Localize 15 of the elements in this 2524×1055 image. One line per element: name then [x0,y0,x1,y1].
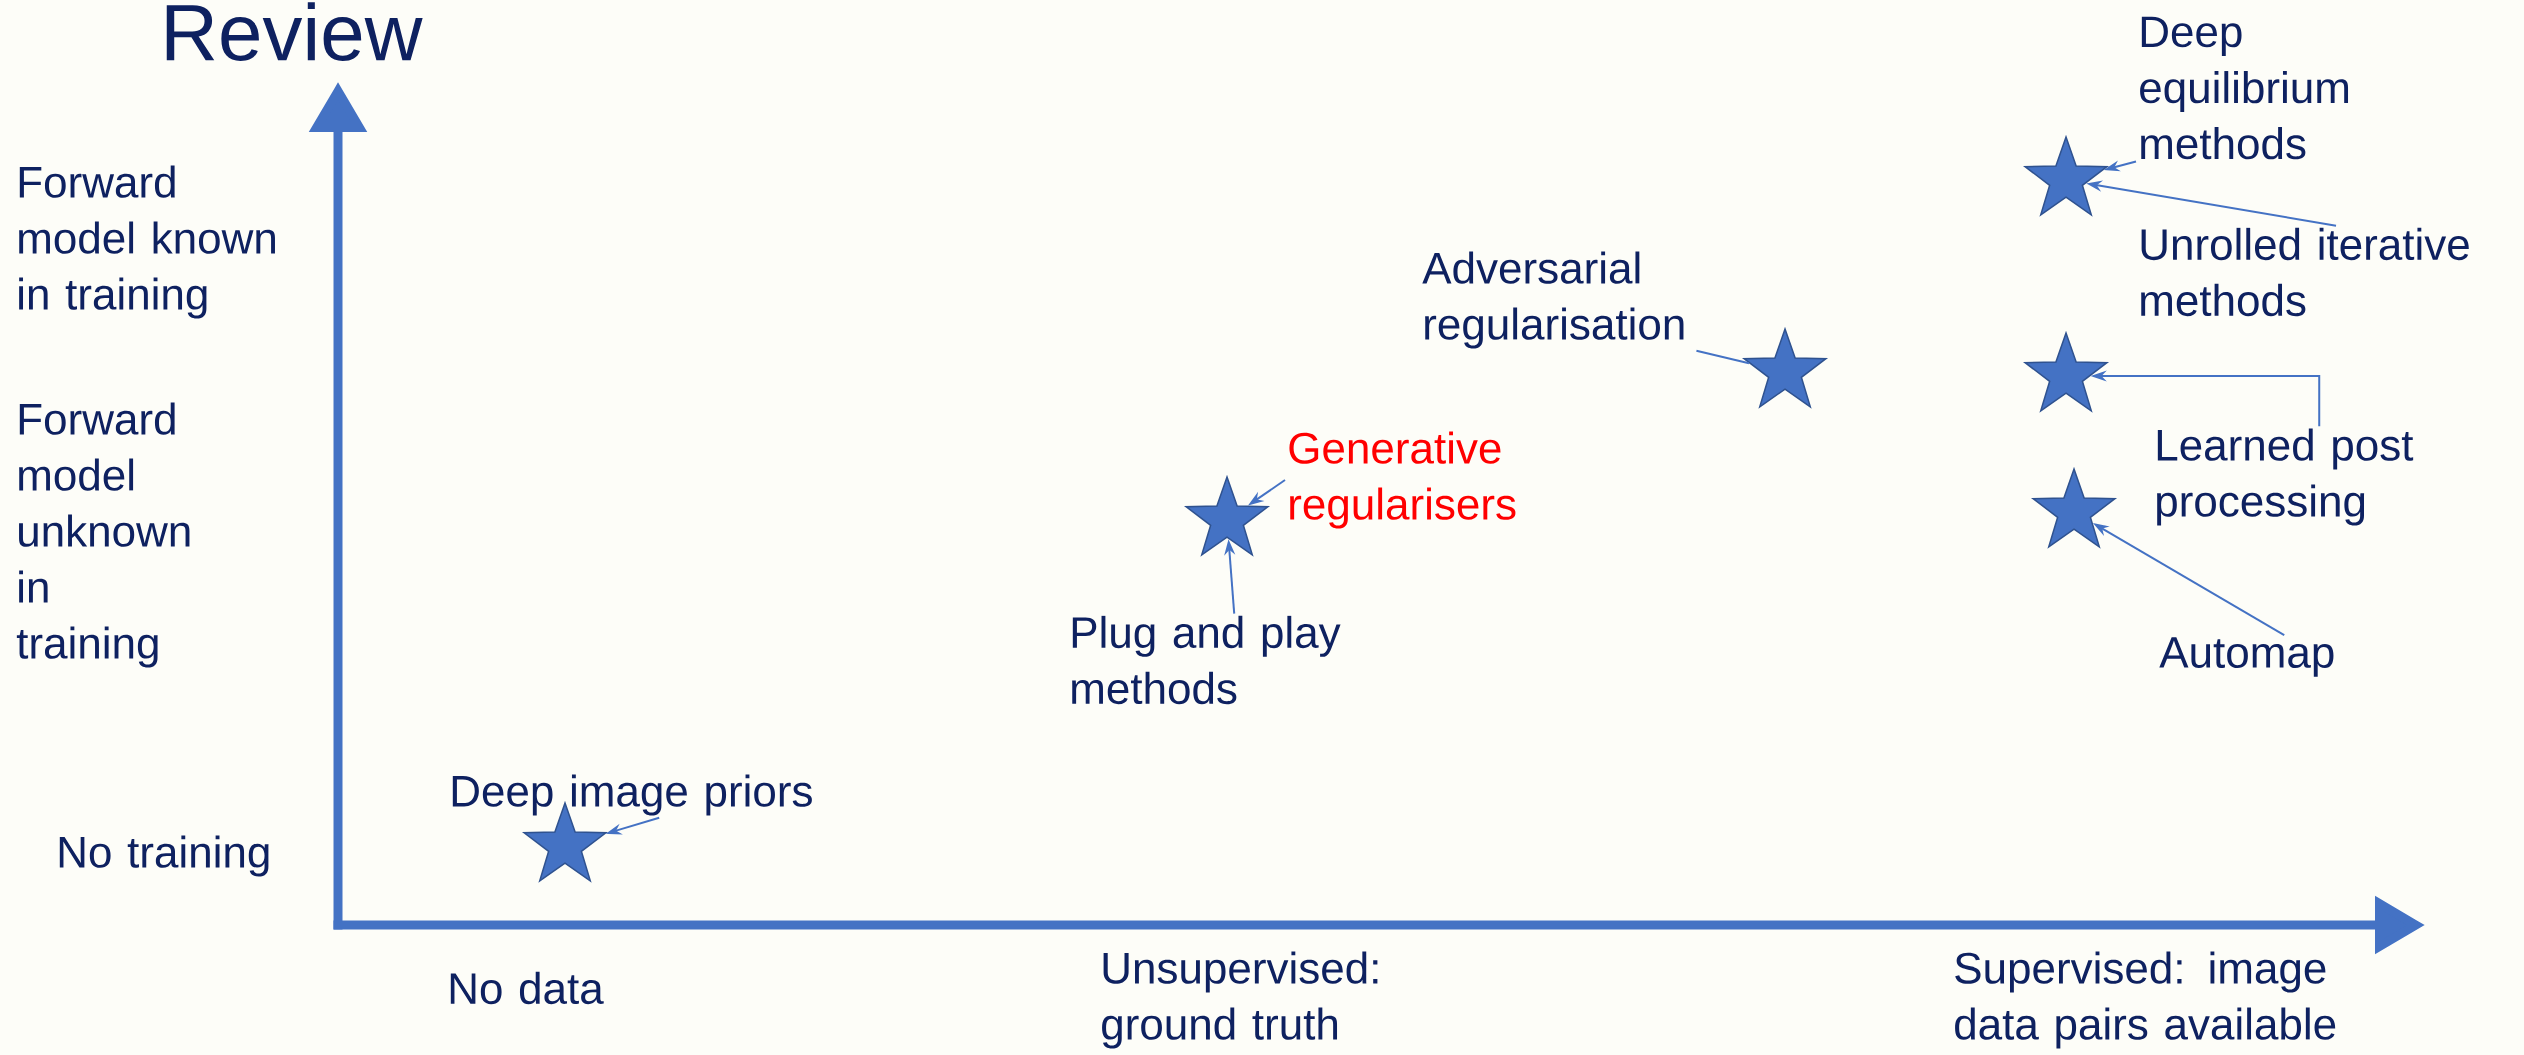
method-label: Deep image priors [452,774,812,816]
method-label: Generative regularisers [1289,431,1516,529]
method-label: Plug and play methods [1072,615,1341,705]
axis-label: Forward model unknown in training [16,402,190,668]
method-label: Adversarial regularisation [1422,251,1684,349]
axis-label: Unsupervised: ground truth [1102,951,1378,1049]
axis-label: No training [59,835,269,877]
method-label: Learned post processing [2157,428,2414,526]
slide-title: Review [166,2,423,61]
axis-label: Supervised: image data pairs available [1955,951,2336,1049]
axis-label: No data [450,971,604,1005]
method-label: Automap [2159,637,2334,677]
axis-label: Forward model known in training [19,165,275,319]
method-label: Deep equilibrium methods [2140,16,2348,160]
method-label: Unrolled iterative methods [2141,227,2469,317]
